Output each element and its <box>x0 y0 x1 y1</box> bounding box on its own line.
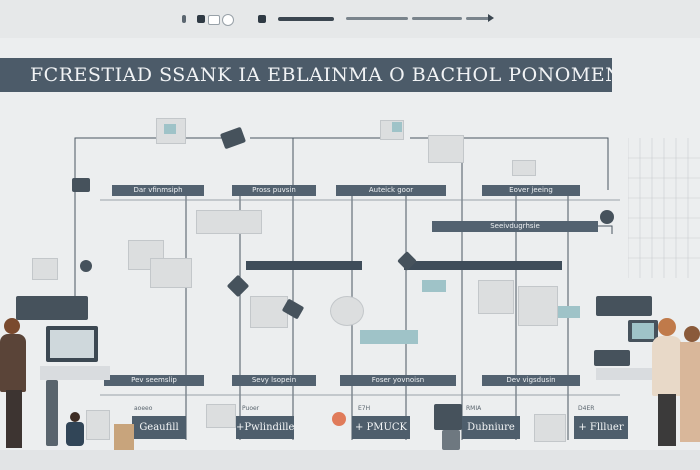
action-button-2[interactable]: +Pwlindille <box>236 416 294 439</box>
keyboard-icon <box>512 160 536 176</box>
note-panel <box>32 258 58 280</box>
process-label-6[interactable]: Sevy lsopein <box>232 375 316 386</box>
cabinet <box>86 410 110 440</box>
tag-1: aoeeo <box>134 405 153 412</box>
right-printer <box>594 350 630 366</box>
toolbar-slider[interactable] <box>278 17 334 21</box>
mid-bar-left <box>246 261 362 270</box>
server-base <box>442 430 460 450</box>
alert-icon[interactable] <box>332 412 346 426</box>
paper-panel-2 <box>518 286 558 326</box>
document-panel <box>428 135 464 163</box>
chat-icon[interactable] <box>222 14 234 26</box>
action-button-3[interactable]: + PMUCK <box>352 416 410 439</box>
person-legs-right <box>658 394 676 446</box>
teal-panel <box>360 330 418 344</box>
person-body-small <box>66 422 84 446</box>
process-label-4[interactable]: Eover jeeing <box>482 185 580 196</box>
tag-5: D4ER <box>578 405 595 412</box>
screen-icon <box>164 124 176 134</box>
toolbar-track-2 <box>412 17 462 20</box>
floor <box>0 450 700 470</box>
person-body-right <box>652 336 682 396</box>
action-button-4[interactable]: Dubniure <box>462 416 520 439</box>
right-screen <box>632 323 654 339</box>
person-head-edge <box>684 326 700 342</box>
workstation-screen <box>50 330 94 358</box>
teal-chip <box>558 306 580 318</box>
square-icon[interactable] <box>258 15 266 23</box>
process-label-1[interactable]: Dar vfinmsiph <box>112 185 204 196</box>
node-icon[interactable] <box>72 178 90 192</box>
tag-3: E7H <box>358 405 371 412</box>
toolbar-track-1 <box>346 17 408 20</box>
tablet-device <box>206 404 236 428</box>
process-label-3[interactable]: Auteick goor <box>336 185 446 196</box>
tag-2: Puoer <box>242 405 260 412</box>
action-button-1[interactable]: Geaufill <box>132 416 186 439</box>
background-grid <box>628 138 700 278</box>
action-button-5[interactable]: + Fllluer <box>574 416 628 439</box>
mid-bar-right <box>404 261 562 270</box>
workstation-leg <box>46 380 58 446</box>
person-legs-left <box>6 390 22 448</box>
person-head-right <box>658 318 676 336</box>
screen-icon-2 <box>392 122 402 132</box>
window-icon[interactable] <box>197 15 205 23</box>
process-label-8[interactable]: Dev vigsdusin <box>482 375 580 386</box>
gear-icon[interactable] <box>600 210 614 224</box>
menu-icon[interactable] <box>182 15 186 23</box>
person-body-edge <box>680 342 700 442</box>
user-icon[interactable] <box>80 260 92 272</box>
toolbar-track-3 <box>466 17 490 20</box>
workstation-desk <box>40 366 110 380</box>
process-label-2[interactable]: Pross puvsin <box>232 185 316 196</box>
box <box>114 424 134 450</box>
person-head-left <box>4 318 20 334</box>
top-toolbar <box>0 0 700 38</box>
process-label-5[interactable]: Pev seemslip <box>104 375 204 386</box>
person-body-left <box>0 334 26 392</box>
page-title: FCRESTIAD SSANK IA EBLAINMA O BACHOL PON… <box>0 58 612 92</box>
process-label-7[interactable]: Foser yovnoisn <box>340 375 456 386</box>
paper-panel <box>478 280 514 314</box>
arrow-right-icon[interactable] <box>488 14 494 22</box>
mid-process-label[interactable]: Seeivdugrhsie <box>432 221 598 232</box>
machine-panel-right <box>596 296 652 316</box>
chart-icon <box>422 280 446 292</box>
cycle-icon[interactable] <box>330 296 364 326</box>
person-head-small <box>70 412 80 422</box>
machine-panel-left <box>16 296 88 320</box>
panel-3 <box>250 296 288 328</box>
document-icon[interactable] <box>208 15 220 25</box>
printer-device <box>534 414 566 442</box>
tag-4: RMIA <box>466 405 482 412</box>
toolbar-panel <box>196 210 262 234</box>
window-panel-2 <box>150 258 192 288</box>
server-device <box>434 404 462 430</box>
